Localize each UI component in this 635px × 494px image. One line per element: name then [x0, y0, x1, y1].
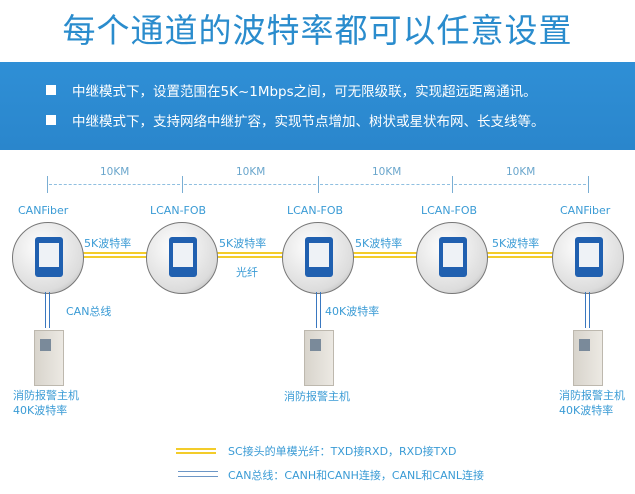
- bullet-text: 中继模式下，设置范围在5K~1Mbps之间，可无限级联，实现超远距离通讯。: [72, 84, 537, 100]
- lcan-fob-device: [416, 222, 488, 294]
- link-baud: 5K波特率: [219, 237, 267, 250]
- lcan-fob-device: [146, 222, 218, 294]
- distance-tick: [318, 176, 319, 193]
- distance-tick: [588, 176, 589, 193]
- distance-tick: [47, 176, 48, 193]
- legend-can-text: CAN总线：CANH和CANH连接，CANL和CANL连接: [228, 469, 484, 482]
- distance-arrow: [454, 184, 586, 185]
- mid-baud-label: 40K波特率: [325, 305, 380, 318]
- lcan-fob-device: [282, 222, 354, 294]
- fiber-line: [350, 252, 420, 258]
- distance-arrow: [184, 184, 316, 185]
- fiber-label: 光纤: [236, 266, 258, 279]
- fire-alarm-host: [34, 330, 64, 386]
- bullet-text: 中继模式下，支持网络中继扩容，实现节点增加、树状或星状布网、长支线等。: [72, 114, 545, 130]
- node-label: LCAN-FOB: [150, 204, 207, 217]
- can-line: [316, 292, 321, 328]
- fiber-line: [80, 252, 150, 258]
- distance-label: 10KM: [506, 166, 536, 178]
- distance-arrow: [320, 184, 450, 185]
- canfiber-device: [12, 222, 84, 294]
- page-title: 每个通道的波特率都可以任意设置: [62, 11, 573, 50]
- node-label: LCAN-FOB: [287, 204, 344, 217]
- fire-alarm-host: [304, 330, 334, 386]
- node-label: CANFiber: [560, 204, 611, 217]
- fiber-line: [215, 252, 285, 258]
- can-label: CAN总线: [66, 305, 112, 318]
- distance-label: 10KM: [236, 166, 266, 178]
- distance-arrow: [49, 184, 180, 185]
- node-label: LCAN-FOB: [421, 204, 478, 217]
- bullet-1: 中继模式下，设置范围在5K~1Mbps之间，可无限级联，实现超远距离通讯。: [46, 80, 537, 100]
- link-baud: 5K波特率: [492, 237, 540, 250]
- host-label: 消防报警主机: [284, 390, 350, 403]
- legend-fiber-swatch: [176, 448, 216, 454]
- can-line: [45, 292, 50, 328]
- legend-can-swatch: [178, 471, 218, 477]
- info-banner: [0, 62, 635, 150]
- can-line: [585, 292, 590, 328]
- distance-label: 10KM: [372, 166, 402, 178]
- link-baud: 5K波特率: [355, 237, 403, 250]
- bullet-icon: [46, 85, 56, 95]
- bullet-icon: [46, 115, 56, 125]
- distance-tick: [452, 176, 453, 193]
- canfiber-device: [552, 222, 624, 294]
- link-baud: 5K波特率: [84, 237, 132, 250]
- node-label: CANFiber: [18, 204, 69, 217]
- distance-label: 10KM: [100, 166, 130, 178]
- fire-alarm-host: [573, 330, 603, 386]
- bullet-2: 中继模式下，支持网络中继扩容，实现节点增加、树状或星状布网、长支线等。: [46, 110, 545, 130]
- distance-tick: [182, 176, 183, 193]
- fiber-line: [485, 252, 555, 258]
- legend-fiber-text: SC接头的单模光纤：TXD接RXD，RXD接TXD: [228, 445, 457, 458]
